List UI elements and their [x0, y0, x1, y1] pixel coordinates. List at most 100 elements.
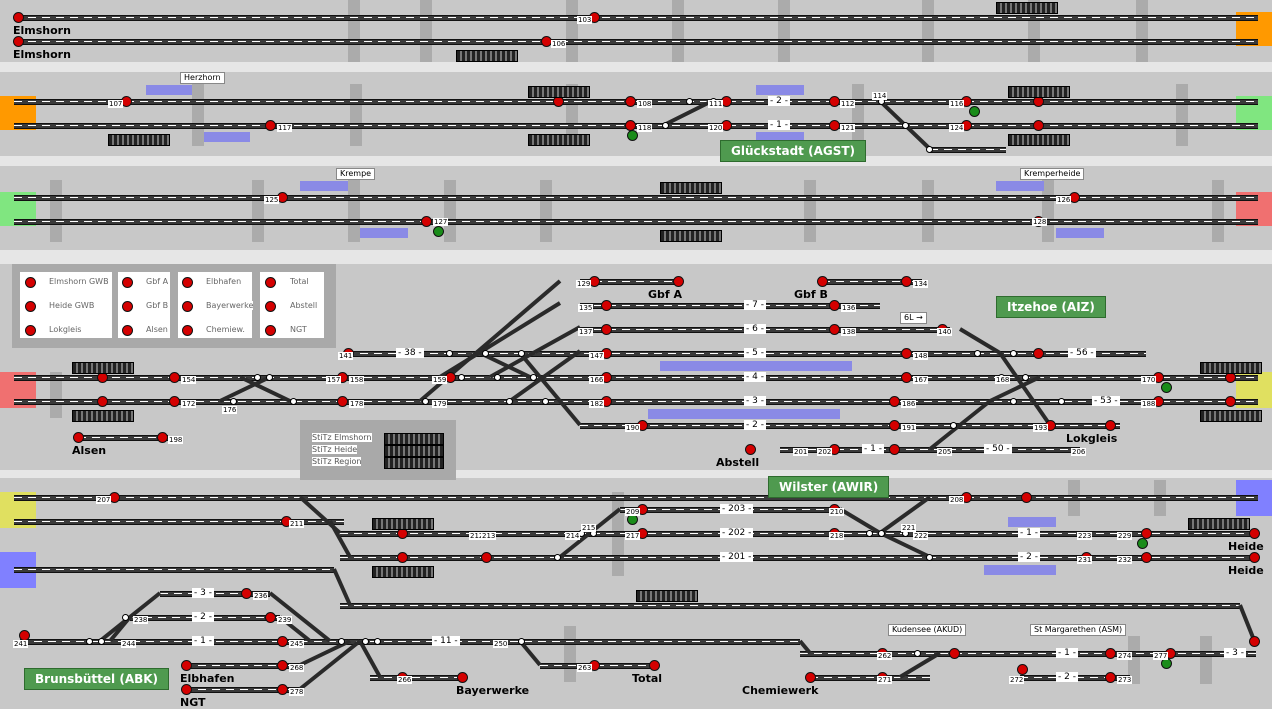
signal[interactable]	[649, 660, 660, 671]
signal[interactable]	[1225, 396, 1236, 407]
track[interactable]	[14, 399, 1258, 405]
station-wilster[interactable]: Wilster (AWIR)	[768, 476, 890, 498]
switch-node[interactable]	[926, 554, 933, 561]
track[interactable]	[14, 39, 1258, 45]
station-brunsbuettel[interactable]: Brunsbüttel (ABK)	[24, 668, 170, 690]
switch-node[interactable]	[122, 614, 129, 621]
switch-node[interactable]	[530, 374, 537, 381]
track[interactable]	[822, 279, 922, 285]
track[interactable]	[14, 519, 344, 525]
switch-node[interactable]	[518, 638, 525, 645]
switch-node[interactable]	[1010, 350, 1017, 357]
signal[interactable]	[889, 444, 900, 455]
signal[interactable]	[169, 372, 180, 383]
switch-node[interactable]	[362, 638, 369, 645]
track[interactable]	[184, 687, 304, 693]
signal[interactable]	[277, 684, 288, 695]
switch-node[interactable]	[926, 146, 933, 153]
signal[interactable]	[13, 12, 24, 23]
signal[interactable]	[265, 120, 276, 131]
switch-node[interactable]	[686, 98, 693, 105]
signal[interactable]	[265, 612, 276, 623]
legend-signal[interactable]	[25, 277, 36, 288]
switch-node[interactable]	[338, 638, 345, 645]
signal[interactable]	[601, 300, 612, 311]
signal[interactable]	[13, 36, 24, 47]
signal[interactable]	[901, 372, 912, 383]
signal[interactable]	[241, 588, 252, 599]
signal-green[interactable]	[1137, 538, 1148, 549]
track[interactable]	[14, 123, 1258, 129]
switch-node[interactable]	[950, 422, 957, 429]
signal[interactable]	[157, 432, 168, 443]
signal[interactable]	[1021, 492, 1032, 503]
switch-node[interactable]	[446, 350, 453, 357]
signal[interactable]	[601, 324, 612, 335]
signal[interactable]	[1249, 528, 1260, 539]
legend-signal[interactable]	[182, 301, 193, 312]
legend-signal[interactable]	[265, 325, 276, 336]
signal[interactable]	[1249, 636, 1260, 647]
signal[interactable]	[673, 276, 684, 287]
track[interactable]	[14, 567, 334, 573]
station-glueckstadt[interactable]: Glückstadt (AGST)	[720, 140, 867, 162]
signal[interactable]	[745, 444, 756, 455]
switch-node[interactable]	[230, 398, 237, 405]
track[interactable]	[340, 603, 1240, 609]
switch-node[interactable]	[518, 350, 525, 357]
signal[interactable]	[181, 684, 192, 695]
signal[interactable]	[889, 420, 900, 431]
switch-node[interactable]	[98, 638, 105, 645]
signal-green[interactable]	[1161, 382, 1172, 393]
track[interactable]	[20, 639, 800, 645]
track[interactable]	[160, 591, 270, 597]
signal[interactable]	[457, 672, 468, 683]
track[interactable]	[580, 423, 1120, 429]
signal[interactable]	[277, 636, 288, 647]
signal[interactable]	[829, 300, 840, 311]
signal[interactable]	[625, 96, 636, 107]
track[interactable]	[14, 15, 1258, 21]
track[interactable]	[800, 651, 1256, 657]
signal[interactable]	[337, 396, 348, 407]
switch-node[interactable]	[1022, 374, 1029, 381]
switch-node[interactable]	[1010, 398, 1017, 405]
signal[interactable]	[817, 276, 828, 287]
track[interactable]	[580, 279, 680, 285]
switch-node[interactable]	[554, 554, 561, 561]
track[interactable]	[810, 675, 930, 681]
track[interactable]	[78, 435, 168, 441]
switch-node[interactable]	[374, 638, 381, 645]
switch-node[interactable]	[878, 530, 885, 537]
switch-node[interactable]	[290, 398, 297, 405]
track[interactable]	[340, 555, 1256, 561]
signal[interactable]	[181, 660, 192, 671]
signal[interactable]	[949, 648, 960, 659]
signal[interactable]	[829, 324, 840, 335]
switch-node[interactable]	[422, 398, 429, 405]
switch-node[interactable]	[494, 374, 501, 381]
switch-node[interactable]	[866, 530, 873, 537]
signal[interactable]	[1105, 648, 1116, 659]
signal[interactable]	[421, 216, 432, 227]
signal[interactable]	[805, 672, 816, 683]
signal[interactable]	[277, 660, 288, 671]
switch-node[interactable]	[458, 374, 465, 381]
signal[interactable]	[829, 120, 840, 131]
signal[interactable]	[1141, 552, 1152, 563]
legend-signal[interactable]	[25, 325, 36, 336]
legend-signal[interactable]	[182, 325, 193, 336]
signal[interactable]	[481, 552, 492, 563]
switch-node[interactable]	[482, 350, 489, 357]
track[interactable]	[340, 531, 1256, 537]
station-itzehoe[interactable]: Itzehoe (AIZ)	[996, 296, 1106, 318]
track[interactable]	[370, 675, 460, 681]
legend-signal[interactable]	[265, 301, 276, 312]
switch-node[interactable]	[902, 122, 909, 129]
signal[interactable]	[73, 432, 84, 443]
switch-node[interactable]	[266, 374, 273, 381]
signal-green[interactable]	[627, 130, 638, 141]
signal-green[interactable]	[433, 226, 444, 237]
signal[interactable]	[397, 552, 408, 563]
signal[interactable]	[1141, 528, 1152, 539]
